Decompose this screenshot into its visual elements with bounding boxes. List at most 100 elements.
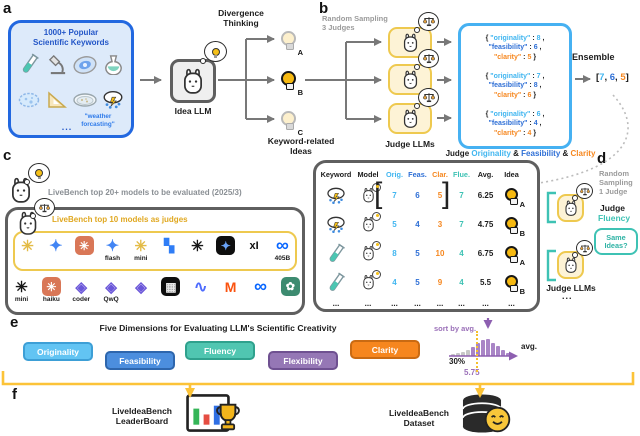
idea-llm-icon bbox=[361, 240, 381, 263]
cell-feas: 5 bbox=[415, 278, 420, 287]
lightbulb-icon bbox=[281, 31, 296, 50]
evaluation-table: Keyword Model Orig. Feas. Clar. Flue. Av… bbox=[313, 160, 540, 312]
cell-avg: 4.75 bbox=[477, 220, 494, 229]
llama-icon bbox=[180, 67, 206, 95]
lightbulb-icon bbox=[505, 188, 518, 205]
keywords-box: 1000+ Popular Scientific Keywords "weath… bbox=[8, 20, 134, 138]
meta-icon bbox=[251, 277, 270, 296]
score-bracket-open: [ bbox=[374, 177, 383, 210]
histogram-bar bbox=[456, 353, 460, 356]
evaluated-models-row: minihaikucoderQwQ bbox=[12, 277, 300, 303]
model-xai bbox=[245, 236, 264, 262]
models-box bbox=[5, 207, 305, 315]
trophy-icon bbox=[212, 401, 244, 433]
cell-clar: 10 bbox=[435, 249, 445, 258]
threshold-pct-label: 30% bbox=[449, 357, 466, 366]
llama-icon bbox=[401, 108, 420, 129]
judge-llm-box bbox=[388, 103, 432, 134]
bulb-letter: B bbox=[519, 287, 525, 296]
dimension-feasibility: Feasibility bbox=[105, 351, 175, 370]
model-qwen: coder bbox=[72, 277, 91, 303]
cell-avg: 6.75 bbox=[477, 249, 494, 258]
lightbulb-icon bbox=[505, 275, 518, 292]
model-openai: mini bbox=[12, 277, 31, 303]
idea-bulb-cell: B bbox=[505, 275, 525, 296]
histogram-bar bbox=[501, 350, 505, 356]
model-step bbox=[160, 236, 179, 262]
col-model: Model bbox=[357, 169, 379, 179]
model-glm bbox=[280, 277, 300, 303]
idea-thought-bubble bbox=[24, 163, 50, 185]
cell-flue: 4 bbox=[459, 249, 464, 258]
bulb-letter: A bbox=[519, 258, 525, 267]
col-keyword: Keyword bbox=[320, 169, 352, 179]
same-ideas-box: Same Ideas? bbox=[594, 228, 638, 255]
histogram-bar bbox=[466, 350, 470, 356]
judge-llm-box bbox=[557, 194, 584, 222]
scales-thought-bubble bbox=[414, 49, 439, 70]
smiley-icon bbox=[484, 406, 511, 433]
score-histogram bbox=[451, 336, 521, 356]
idea-llm-label: Idea LLM bbox=[174, 106, 212, 116]
scales-thought-bubble bbox=[414, 12, 439, 33]
lightbulb-icon bbox=[211, 47, 220, 58]
col-avg: Avg. bbox=[477, 169, 494, 179]
llama-icon bbox=[401, 32, 420, 53]
sampling-3-judges-label: Random Sampling 3 Judges bbox=[322, 14, 388, 32]
cell-flue: 4 bbox=[459, 278, 464, 287]
evaluated-models-label: LiveBench top 20+ models to be evaluated… bbox=[48, 188, 242, 197]
model-claude bbox=[74, 236, 94, 262]
deepseek-icon bbox=[191, 277, 210, 296]
keywords-more-dots: ... bbox=[61, 122, 73, 132]
col-idea: Idea bbox=[504, 169, 519, 179]
keyword-example: "weather forcasting" bbox=[81, 113, 115, 128]
model-openai: mini bbox=[131, 236, 150, 262]
model-label: mini bbox=[134, 255, 148, 262]
histogram-bar bbox=[486, 339, 490, 356]
cell-clar: 3 bbox=[437, 220, 443, 229]
storm-cloud-icon bbox=[325, 215, 347, 234]
cell-orig: 8 bbox=[392, 249, 397, 258]
scales-icon bbox=[580, 244, 590, 253]
histogram-bar bbox=[506, 353, 510, 356]
storm-cloud-icon bbox=[325, 186, 347, 205]
judge-llms-label-d: Judge LLMs bbox=[546, 283, 596, 293]
panel-label-a: a bbox=[3, 0, 12, 17]
llama-icon bbox=[8, 176, 34, 204]
cell-feas: 5 bbox=[415, 249, 420, 258]
judge-llms-label-b: Judge LLMs bbox=[385, 139, 435, 149]
sampling-1-judge-label: Random Sampling 1 Judge bbox=[599, 169, 633, 196]
judge-scores-json-box: { "originality" : 8 , "feasibility" : 6 … bbox=[458, 23, 572, 149]
model-meta bbox=[251, 277, 270, 303]
bulb-letter: B bbox=[519, 229, 525, 238]
idea-bulb-b: B bbox=[281, 71, 303, 97]
cell-clar: 9 bbox=[437, 278, 443, 287]
lightbulb-icon bbox=[505, 246, 518, 263]
model-openai bbox=[188, 236, 207, 262]
col-orig: Orig. bbox=[385, 169, 404, 179]
model-label: QwQ bbox=[103, 296, 119, 303]
panel-label-e: e bbox=[10, 314, 19, 331]
lightbulb-icon bbox=[281, 111, 296, 130]
judge-llm-box bbox=[557, 251, 584, 279]
col-feas: Feas. bbox=[408, 169, 427, 179]
openai-icon bbox=[18, 236, 37, 255]
cell-flue: 7 bbox=[459, 220, 464, 229]
col-flue: Flue. bbox=[452, 169, 471, 179]
openai-icon bbox=[131, 236, 150, 255]
dimension-fluency: Fluency bbox=[185, 341, 255, 360]
model-label: flash bbox=[104, 255, 121, 262]
table-ellipsis-row: ........................ bbox=[332, 299, 515, 308]
idea-bulb-cell: A bbox=[505, 246, 525, 267]
model-gemini bbox=[46, 236, 65, 262]
json-score-block: { "originality" : 6 , "feasibility" : 4 … bbox=[485, 110, 545, 137]
panel-label-c: c bbox=[3, 147, 12, 164]
histogram-bar bbox=[481, 340, 485, 356]
scales-thought-bubble bbox=[572, 183, 593, 201]
llama-icon bbox=[563, 256, 579, 274]
model-gemini-dark bbox=[216, 236, 236, 262]
cell-feas: 6 bbox=[415, 191, 420, 200]
scales-icon bbox=[580, 187, 590, 196]
json-score-block: { "originality" : 7 , "feasibility" : 8 … bbox=[485, 72, 545, 99]
test-tube-icon bbox=[326, 271, 347, 295]
